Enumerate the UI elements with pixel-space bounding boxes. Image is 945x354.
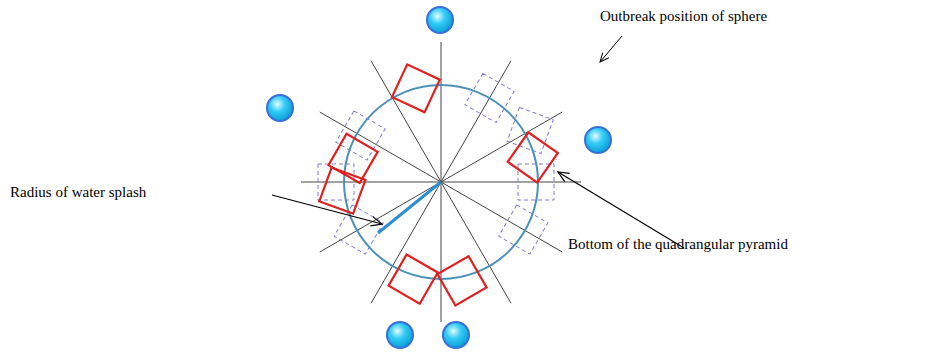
dashed-square: [499, 205, 548, 254]
pyramid-base: [437, 256, 486, 305]
pyramid-bases: [319, 64, 558, 305]
callout-label: Bottom of the quadrangular pyramid: [568, 235, 788, 253]
splash-circle: [344, 85, 538, 279]
sphere: [427, 7, 453, 33]
pyramid-base: [389, 254, 438, 303]
spheres: [267, 7, 611, 348]
pyramid-base: [508, 132, 558, 182]
pyramid-base: [392, 64, 440, 112]
radius-line: [378, 182, 441, 233]
sphere: [387, 322, 413, 348]
dashed-squares: [318, 73, 554, 254]
sphere: [267, 95, 293, 121]
sphere: [585, 127, 611, 153]
sphere: [443, 322, 469, 348]
dashed-square: [465, 73, 514, 122]
dashed-square: [334, 205, 383, 254]
callout-label: Radius of water splash: [10, 183, 146, 201]
leader-line: [272, 195, 382, 224]
leader-line: [600, 36, 622, 62]
pyramid-base: [329, 134, 378, 183]
dashed-square: [507, 107, 553, 153]
pyramid-base: [319, 168, 365, 214]
callout-label: Outbreak position of sphere: [600, 7, 767, 25]
radial-lines: [301, 42, 581, 322]
